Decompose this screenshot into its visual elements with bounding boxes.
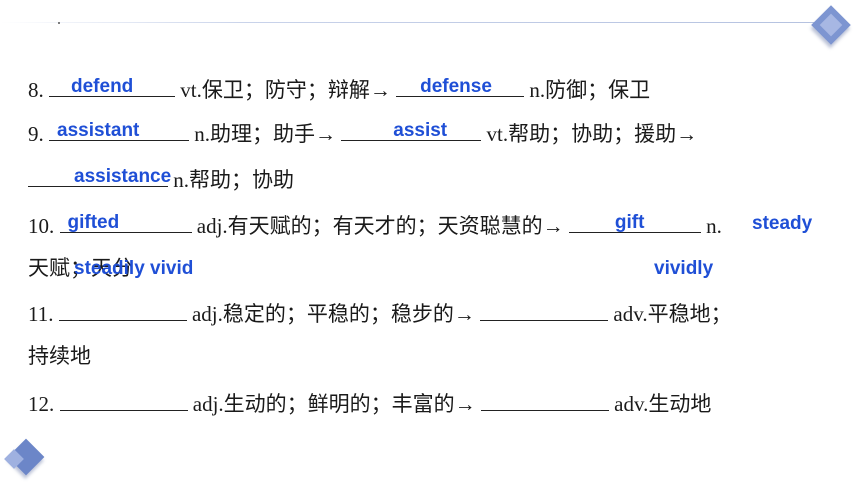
item-10: 10. gifted adj.有天赋的；有天才的；天资聪慧的→ gift n. [28, 210, 722, 240]
item-number: 11. [28, 302, 54, 326]
item-10-continued: 天赋；天分 [28, 254, 133, 282]
answer-text: steadily vivid [74, 258, 194, 279]
item-12: 12. adj.生动的；鲜明的；丰富的→ adv.生动地 [28, 388, 711, 418]
answer-text: defense [420, 76, 492, 97]
item-number: 9. [28, 122, 44, 146]
item-9: 9. assistant n.助理；助手→ assist vt.帮助；协助；援助… [28, 118, 697, 148]
item-text: adj.稳定的；平稳的；稳步的→ [191, 302, 481, 326]
item-number: 8. [28, 78, 44, 102]
answer-text: assistance [74, 166, 172, 187]
answer-blank[interactable] [58, 298, 187, 321]
answer-blank[interactable]: assistant [49, 118, 189, 141]
answer-text: gifted [67, 212, 120, 233]
answer-blank[interactable]: defend [49, 74, 175, 97]
item-text: adj.有天赋的；有天才的；天资聪慧的→ [196, 214, 569, 238]
item-text: n. [706, 214, 722, 238]
item-text: adv.生动地 [614, 392, 712, 416]
item-text: vt.帮助；协助；援助→ [486, 122, 698, 146]
answer-blank[interactable]: defense [396, 74, 525, 97]
item-text: 持续地 [28, 344, 91, 368]
item-number: 12. [28, 392, 55, 416]
item-text: n.助理；助手→ [194, 122, 342, 146]
answer-blank[interactable]: gifted [59, 210, 192, 233]
answer-text: assistant [57, 120, 140, 141]
answer-blank[interactable]: gift [568, 210, 701, 233]
item-11-continued: 持续地 [28, 342, 91, 370]
answer-blank[interactable] [480, 298, 609, 321]
answer-text: vividly [654, 258, 714, 279]
answer-blank[interactable] [59, 388, 188, 411]
item-text: n.防御；保卫 [529, 78, 651, 102]
item-11: 11. adj.稳定的；平稳的；稳步的→ adv.平稳地； [28, 298, 732, 328]
answer-text: gift [614, 212, 645, 233]
item-8: 8. defend vt.保卫；防守；辩解→ defense n.防御；保卫 [28, 74, 650, 104]
answer-text: assist [393, 120, 448, 141]
item-text: vt.保卫；防守；辩解→ [180, 78, 397, 102]
answer-text: defend [71, 76, 134, 97]
answer-blank[interactable] [480, 388, 609, 411]
answer-text: steady [752, 213, 813, 234]
item-number: 10. [28, 214, 55, 238]
header-dot [58, 22, 60, 24]
item-text: n.帮助；协助 [173, 168, 294, 192]
item-text: 天赋；天分 [28, 256, 133, 280]
answer-blank[interactable]: assist [341, 118, 482, 141]
diamond-decoration-top-right [811, 5, 852, 46]
header-rule [0, 22, 820, 23]
diamond-decoration-bottom-left [4, 438, 48, 478]
item-text: adv.平稳地； [613, 302, 732, 326]
item-text: adj.生动的；鲜明的；丰富的→ [192, 392, 481, 416]
answer-blank[interactable]: assistance [28, 164, 172, 187]
item-9-continued: assistance n.帮助；协助 [28, 164, 294, 194]
